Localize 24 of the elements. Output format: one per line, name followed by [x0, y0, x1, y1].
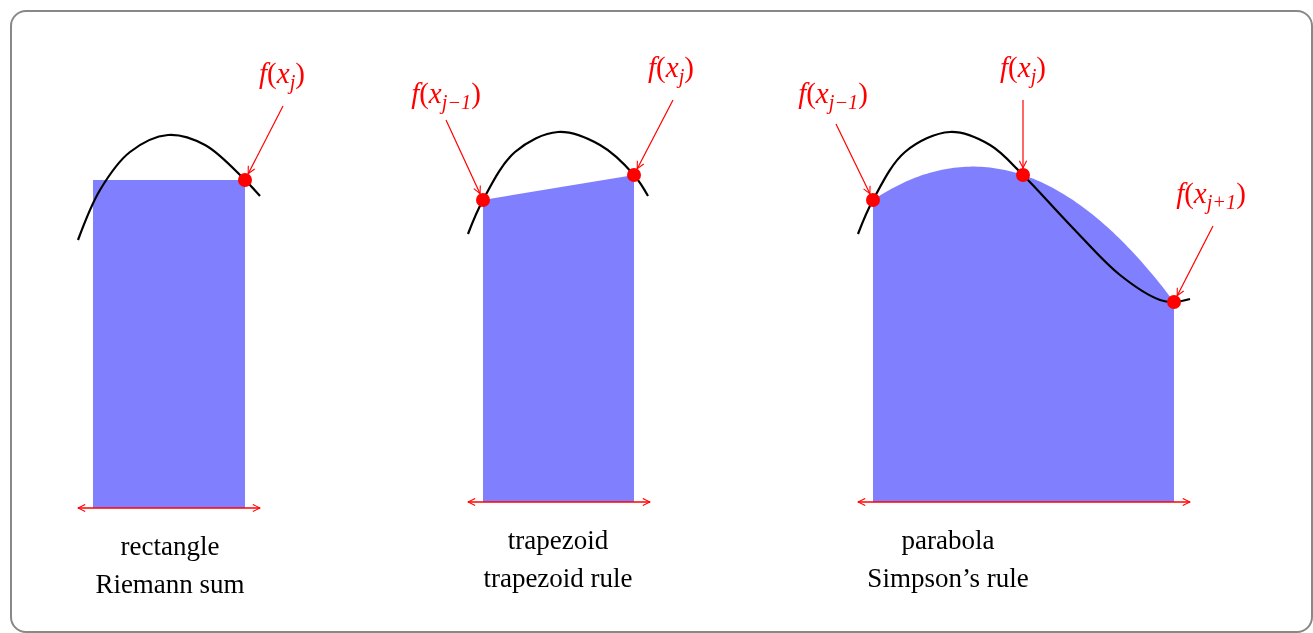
point-marker [866, 193, 880, 207]
caption-text: rectangle [120, 532, 220, 560]
function-value-label: f(x$_{j−1}$) [411, 79, 481, 113]
leader-line [636, 99, 674, 170]
point-marker [476, 193, 490, 207]
leader-line [445, 119, 481, 195]
caption-text: trapezoid rule [483, 564, 633, 592]
leader-line [247, 105, 284, 175]
leader-line [835, 123, 871, 195]
function-value-label: f(x$_{j}$) [1000, 53, 1046, 87]
function-value-label: f(x$_{j}$) [259, 59, 305, 93]
caption-text: Simpson’s rule [867, 564, 1029, 592]
leader-line [1176, 225, 1214, 297]
caption-text: Riemann sum [95, 570, 245, 598]
function-value-label: f(x$_{j−1}$) [798, 79, 868, 113]
point-marker [238, 173, 252, 187]
point-marker [1167, 295, 1181, 309]
function-value-label: f(x$_{j}$) [648, 53, 694, 87]
leader-line [1018, 99, 1028, 169]
caption-text: parabola [901, 526, 995, 554]
point-marker [1016, 168, 1030, 182]
caption-text: trapezoid [507, 526, 609, 554]
function-value-label: f(x$_{j+1}$) [1176, 179, 1246, 213]
point-marker [627, 168, 641, 182]
